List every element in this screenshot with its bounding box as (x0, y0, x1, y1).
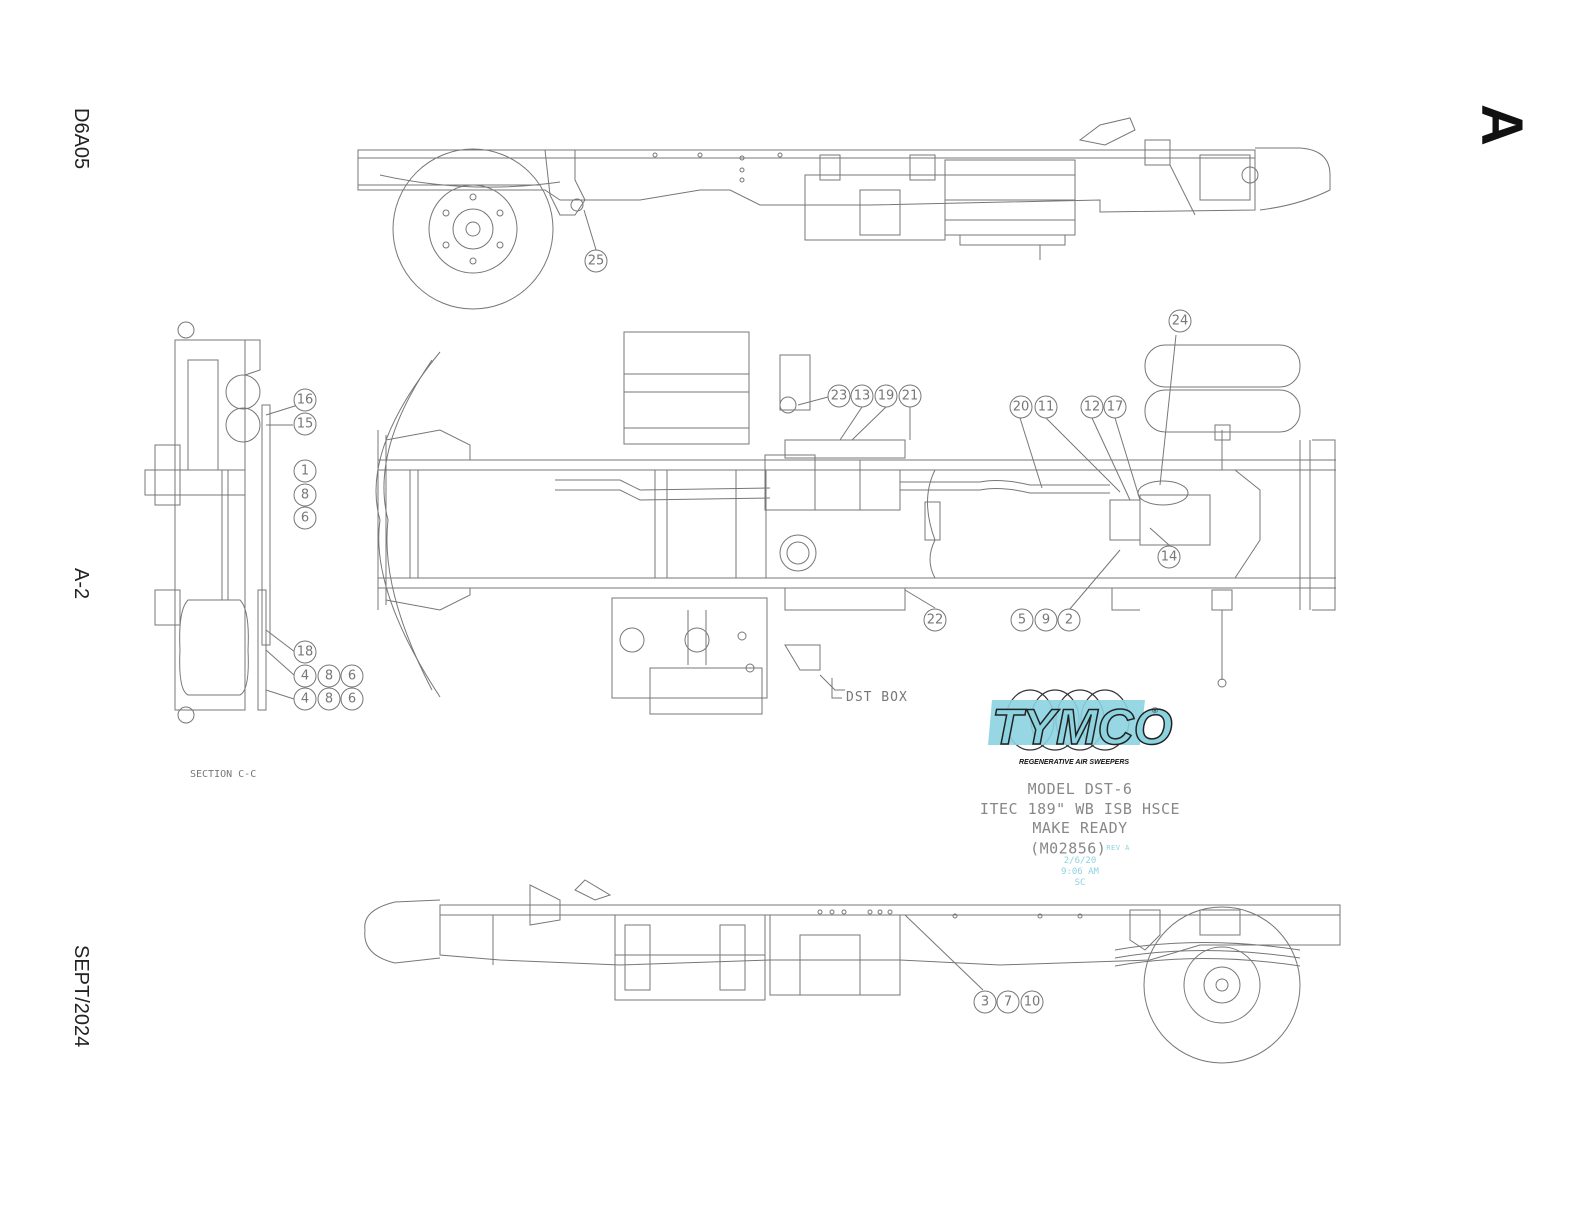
svg-text:3: 3 (981, 995, 989, 1010)
svg-text:24: 24 (1172, 314, 1189, 329)
callout-3: 3 (973, 990, 997, 1014)
tymco-logo: TYMCO ® (988, 689, 1173, 756)
callout-9: 9 (1034, 608, 1058, 632)
svg-text:17: 17 (1107, 400, 1124, 415)
dst-box-label: DST BOX (846, 690, 908, 705)
callout-22: 22 (923, 608, 947, 632)
svg-text:16: 16 (297, 393, 314, 408)
svg-text:8: 8 (325, 692, 333, 707)
bottom-side-view (364, 879, 1341, 1064)
plan-view (375, 331, 1336, 715)
callout-21: 21 (898, 384, 922, 408)
svg-text:2: 2 (1065, 613, 1073, 628)
svg-text:11: 11 (1038, 400, 1055, 415)
callout-14: 14 (1157, 545, 1181, 569)
svg-text:22: 22 (927, 613, 944, 628)
callout-6: 6 (340, 664, 364, 688)
logo-registered-mark: ® (1152, 706, 1158, 715)
svg-text:23: 23 (831, 389, 848, 404)
callout-12: 12 (1080, 395, 1104, 419)
title-part-number: (M02856) (1030, 838, 1107, 857)
callout-25: 25 (584, 249, 608, 273)
svg-text:10: 10 (1024, 995, 1041, 1010)
svg-text:20: 20 (1013, 400, 1030, 415)
svg-text:6: 6 (348, 669, 356, 684)
callout-20: 20 (1009, 395, 1033, 419)
svg-text:8: 8 (301, 488, 309, 503)
title-spec: ITEC 189" WB ISB HSCE (979, 799, 1181, 818)
svg-text:19: 19 (878, 389, 895, 404)
svg-text:6: 6 (348, 692, 356, 707)
callout-5: 5 (1010, 608, 1034, 632)
callout-8: 8 (317, 687, 341, 711)
callout-7: 7 (996, 990, 1020, 1014)
svg-text:4: 4 (301, 692, 309, 707)
svg-text:13: 13 (854, 389, 871, 404)
svg-text:4: 4 (301, 669, 309, 684)
section-label: SECTION C-C (190, 769, 257, 780)
title-part-number-row: (M02856)REV A (950, 839, 1210, 859)
stamp-time: 9:06 AM (1061, 867, 1099, 877)
stamp-initials: SC (1074, 878, 1086, 888)
svg-text:14: 14 (1161, 550, 1178, 565)
callouts: 25 24 23 13 19 21 20 11 12 17 16 15 1 8 … (293, 249, 1192, 1014)
callout-1: 1 (293, 459, 317, 483)
svg-text:6: 6 (301, 511, 309, 526)
callout-24: 24 (1168, 309, 1192, 333)
callout-10: 10 (1020, 990, 1044, 1014)
callout-8: 8 (317, 664, 341, 688)
callout-4: 4 (293, 687, 317, 711)
callout-18: 18 (293, 640, 317, 664)
svg-text:18: 18 (297, 645, 314, 660)
svg-text:8: 8 (325, 669, 333, 684)
logo-tagline: REGENERATIVE AIR SWEEPERS (1019, 759, 1130, 766)
callout-4: 4 (293, 664, 317, 688)
date-stamp: 2/6/20 9:06 AM SC (1040, 856, 1120, 889)
callout-15: 15 (293, 412, 317, 436)
svg-text:25: 25 (588, 254, 605, 269)
svg-text:21: 21 (902, 389, 919, 404)
title-rev: REV A (1106, 843, 1130, 852)
callout-23: 23 (827, 384, 851, 408)
callout-16: 16 (293, 388, 317, 412)
callout-11: 11 (1034, 395, 1058, 419)
stamp-date: 2/6/20 (1063, 856, 1097, 866)
title-make-ready: MAKE READY (1032, 819, 1128, 837)
callout-17: 17 (1103, 395, 1127, 419)
callout-8: 8 (293, 483, 317, 507)
callout-6: 6 (340, 687, 364, 711)
svg-text:15: 15 (297, 417, 314, 432)
logo-wordmark: TYMCO (992, 699, 1173, 755)
callout-6: 6 (293, 506, 317, 530)
callout-19: 19 (874, 384, 898, 408)
svg-text:5: 5 (1018, 613, 1026, 628)
svg-text:9: 9 (1042, 613, 1050, 628)
title-model: MODEL DST-6 (1027, 780, 1133, 798)
callout-13: 13 (850, 384, 874, 408)
callout-2: 2 (1057, 608, 1081, 632)
svg-text:7: 7 (1004, 995, 1012, 1010)
title-block: MODEL DST-6 ITEC 189" WB ISB HSCE MAKE R… (950, 780, 1210, 858)
top-side-view (357, 117, 1331, 310)
svg-text:1: 1 (301, 464, 309, 479)
section-c-c-view (144, 321, 299, 724)
svg-text:12: 12 (1084, 400, 1101, 415)
